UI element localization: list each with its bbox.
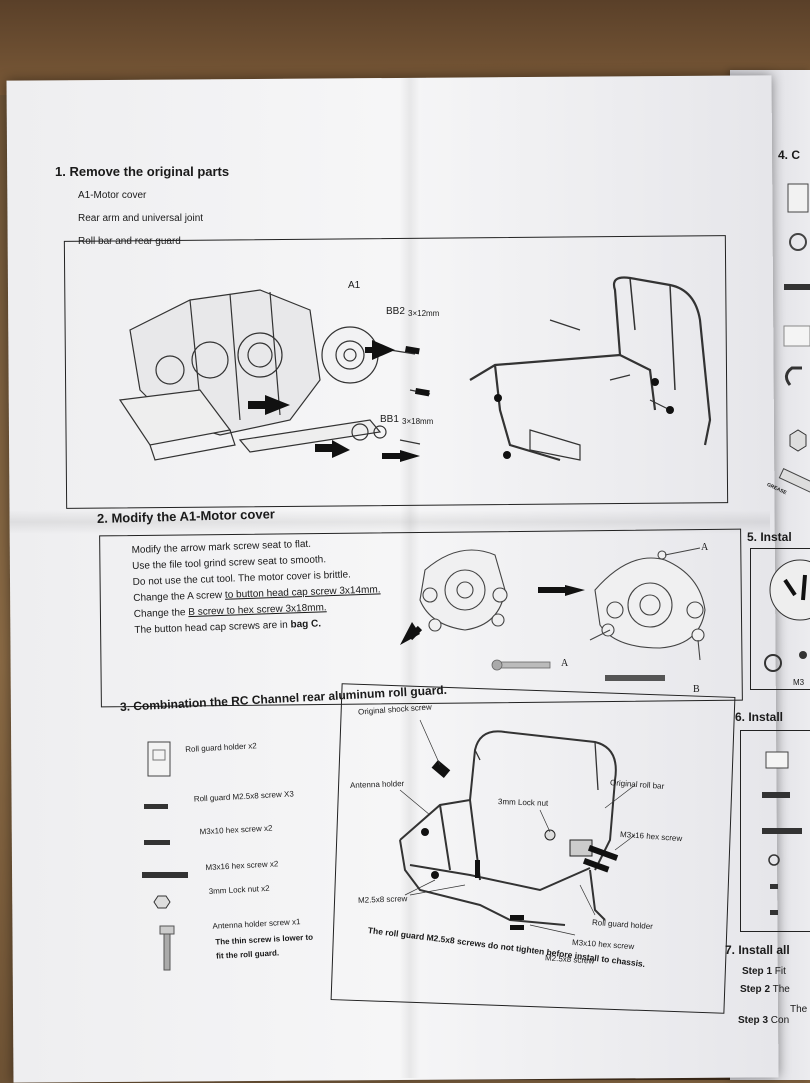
motor-cover-diagram — [400, 547, 706, 681]
right-parts-icons — [778, 183, 810, 493]
section1-title: 1. Remove the original parts — [55, 164, 230, 179]
label-a-bottom: A — [561, 658, 569, 669]
section2-instructions: Modify the arrow mark screw seat to flat… — [131, 536, 381, 636]
horizontal-fold — [10, 510, 770, 534]
section1-item: A1-Motor cover — [78, 190, 147, 201]
right-section4-title: 4. C — [778, 148, 801, 162]
right-m3-label: M3 — [793, 678, 805, 687]
roll-guard-diagram — [399, 719, 636, 936]
right-section6-title: 6. Install — [735, 710, 784, 724]
right-section6-box — [740, 730, 810, 932]
right-step: Step 2 The — [740, 984, 790, 995]
section1-item: Rear arm and universal joint — [78, 213, 204, 224]
right-section6-icons — [762, 751, 802, 915]
right-step: The — [790, 1004, 808, 1015]
right-step: Step 3 Con — [738, 1015, 790, 1026]
right-section5-box — [750, 548, 810, 690]
label-a1: A1 — [348, 280, 361, 291]
parts-list-icons — [142, 741, 188, 971]
callout-antenna-holder: Antenna holder — [349, 779, 405, 790]
callout-lock-nut: 3mm Lock nut — [497, 797, 549, 808]
label-bb2: BB2 — [386, 306, 405, 317]
section1-item: Roll bar and rear guard — [78, 236, 181, 247]
label-bb2-size: 3×12mm — [408, 309, 440, 318]
right-section5-title: 5. Instal — [747, 530, 792, 544]
label-bb1: BB1 — [380, 414, 399, 425]
label-b: B — [693, 684, 700, 695]
label-bb1-size: 3×18mm — [402, 417, 434, 426]
callout-m25x8: M2.5x8 screw — [357, 894, 408, 905]
right-section5-diagram — [764, 559, 810, 672]
right-section7-title: 7. Install all — [725, 943, 790, 957]
right-step: Step 1 Fit — [742, 966, 786, 977]
disassembly-diagram — [118, 276, 712, 462]
label-a-top: A — [701, 542, 709, 553]
